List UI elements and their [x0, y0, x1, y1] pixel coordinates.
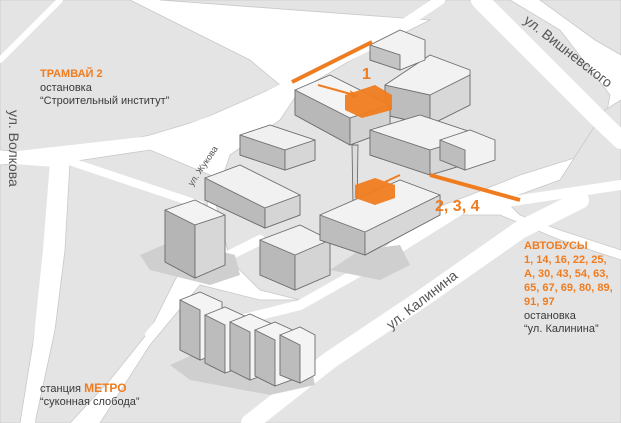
- bus-stop-word: остановка: [524, 310, 576, 322]
- metro-line: станция МЕТРО: [40, 382, 127, 396]
- bus-stop-name: “ул. Калинина”: [524, 323, 599, 335]
- tram-stop-word: остановка: [40, 82, 92, 94]
- entrance-1-area: [345, 85, 392, 118]
- metro-station-word: станция: [40, 383, 82, 395]
- entrance-234-arrow: [384, 174, 401, 183]
- tram-stop-name: “Строительный институт”: [40, 95, 170, 107]
- entrance-234-label: 2, 3, 4: [435, 198, 480, 215]
- tram-line: [291, 40, 373, 84]
- tram-title: ТРАМВАЙ 2: [40, 68, 103, 80]
- entrance-234-area: [355, 178, 395, 205]
- entrance-highlights: [291, 40, 521, 205]
- buildings: [164, 29, 496, 387]
- bus-routes-line3: 65, 67, 69, 80, 89,: [524, 282, 613, 294]
- metro-name: “суконная слобода”: [40, 396, 140, 408]
- street-label-volkova: ул. Волкова: [6, 110, 22, 187]
- bus-routes-line2: А, 30, 43, 54, 63,: [524, 268, 609, 280]
- bus-title: АВТОБУСЫ: [524, 240, 588, 252]
- bus-line: [429, 173, 521, 202]
- metro-title: МЕТРО: [84, 381, 127, 395]
- bus-routes-line4: 91, 97: [524, 296, 555, 308]
- entrance-1-label: 1: [362, 66, 371, 83]
- bus-routes-line1: 1, 14, 16, 22, 25,: [524, 254, 607, 266]
